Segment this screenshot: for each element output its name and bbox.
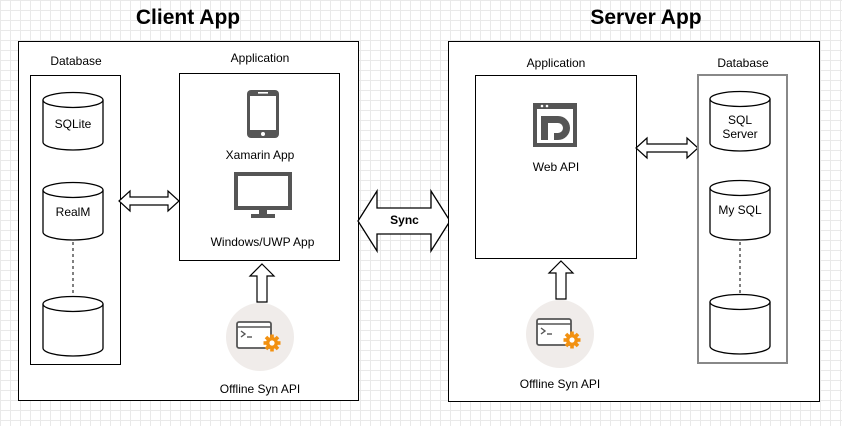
web-api-icon <box>533 103 577 147</box>
terminal-gear-icon <box>236 321 281 352</box>
xamarin-app-label: Xamarin App <box>225 148 295 162</box>
terminal-gear-icon <box>536 318 581 349</box>
server-app-title: Server App <box>590 6 702 29</box>
sync-label: Sync <box>390 213 419 227</box>
client-db-app-double-arrow <box>118 189 180 213</box>
client-database-label: Database <box>50 54 102 68</box>
server-offline-api-label: Offline Syn API <box>519 377 601 391</box>
server-database-label: Database <box>717 56 769 70</box>
server-offline-up-arrow <box>547 260 575 300</box>
server-db-dashed-connector <box>739 242 741 296</box>
client-db-cylinder-empty <box>42 295 104 357</box>
client-db-dashed-connector <box>72 242 74 298</box>
client-app-title: Client App <box>135 6 241 29</box>
server-app-db-double-arrow <box>635 136 699 160</box>
client-db-cylinder-realm <box>42 181 104 241</box>
web-api-label: Web API <box>532 160 580 174</box>
mobile-phone-icon <box>247 90 279 138</box>
client-db-sqlite-label: SQLite <box>54 117 92 131</box>
client-application-label: Application <box>230 51 290 65</box>
server-db-cylinder-empty <box>709 293 771 355</box>
client-db-cylinder-sqlite <box>42 91 104 151</box>
server-db-cylinder-sqlserver <box>709 90 771 152</box>
client-offline-up-arrow <box>248 263 276 303</box>
client-offline-api-label: Offline Syn API <box>219 382 301 396</box>
server-application-label: Application <box>526 56 586 70</box>
server-db-sqlserver-label: SQL Server <box>722 113 758 141</box>
server-db-mysql-label: My SQL <box>718 203 762 217</box>
desktop-monitor-icon <box>234 172 292 218</box>
client-db-realm-label: RealM <box>55 205 91 219</box>
server-db-cylinder-mysql <box>709 179 771 241</box>
windows-uwp-app-label: Windows/UWP App <box>210 235 315 249</box>
